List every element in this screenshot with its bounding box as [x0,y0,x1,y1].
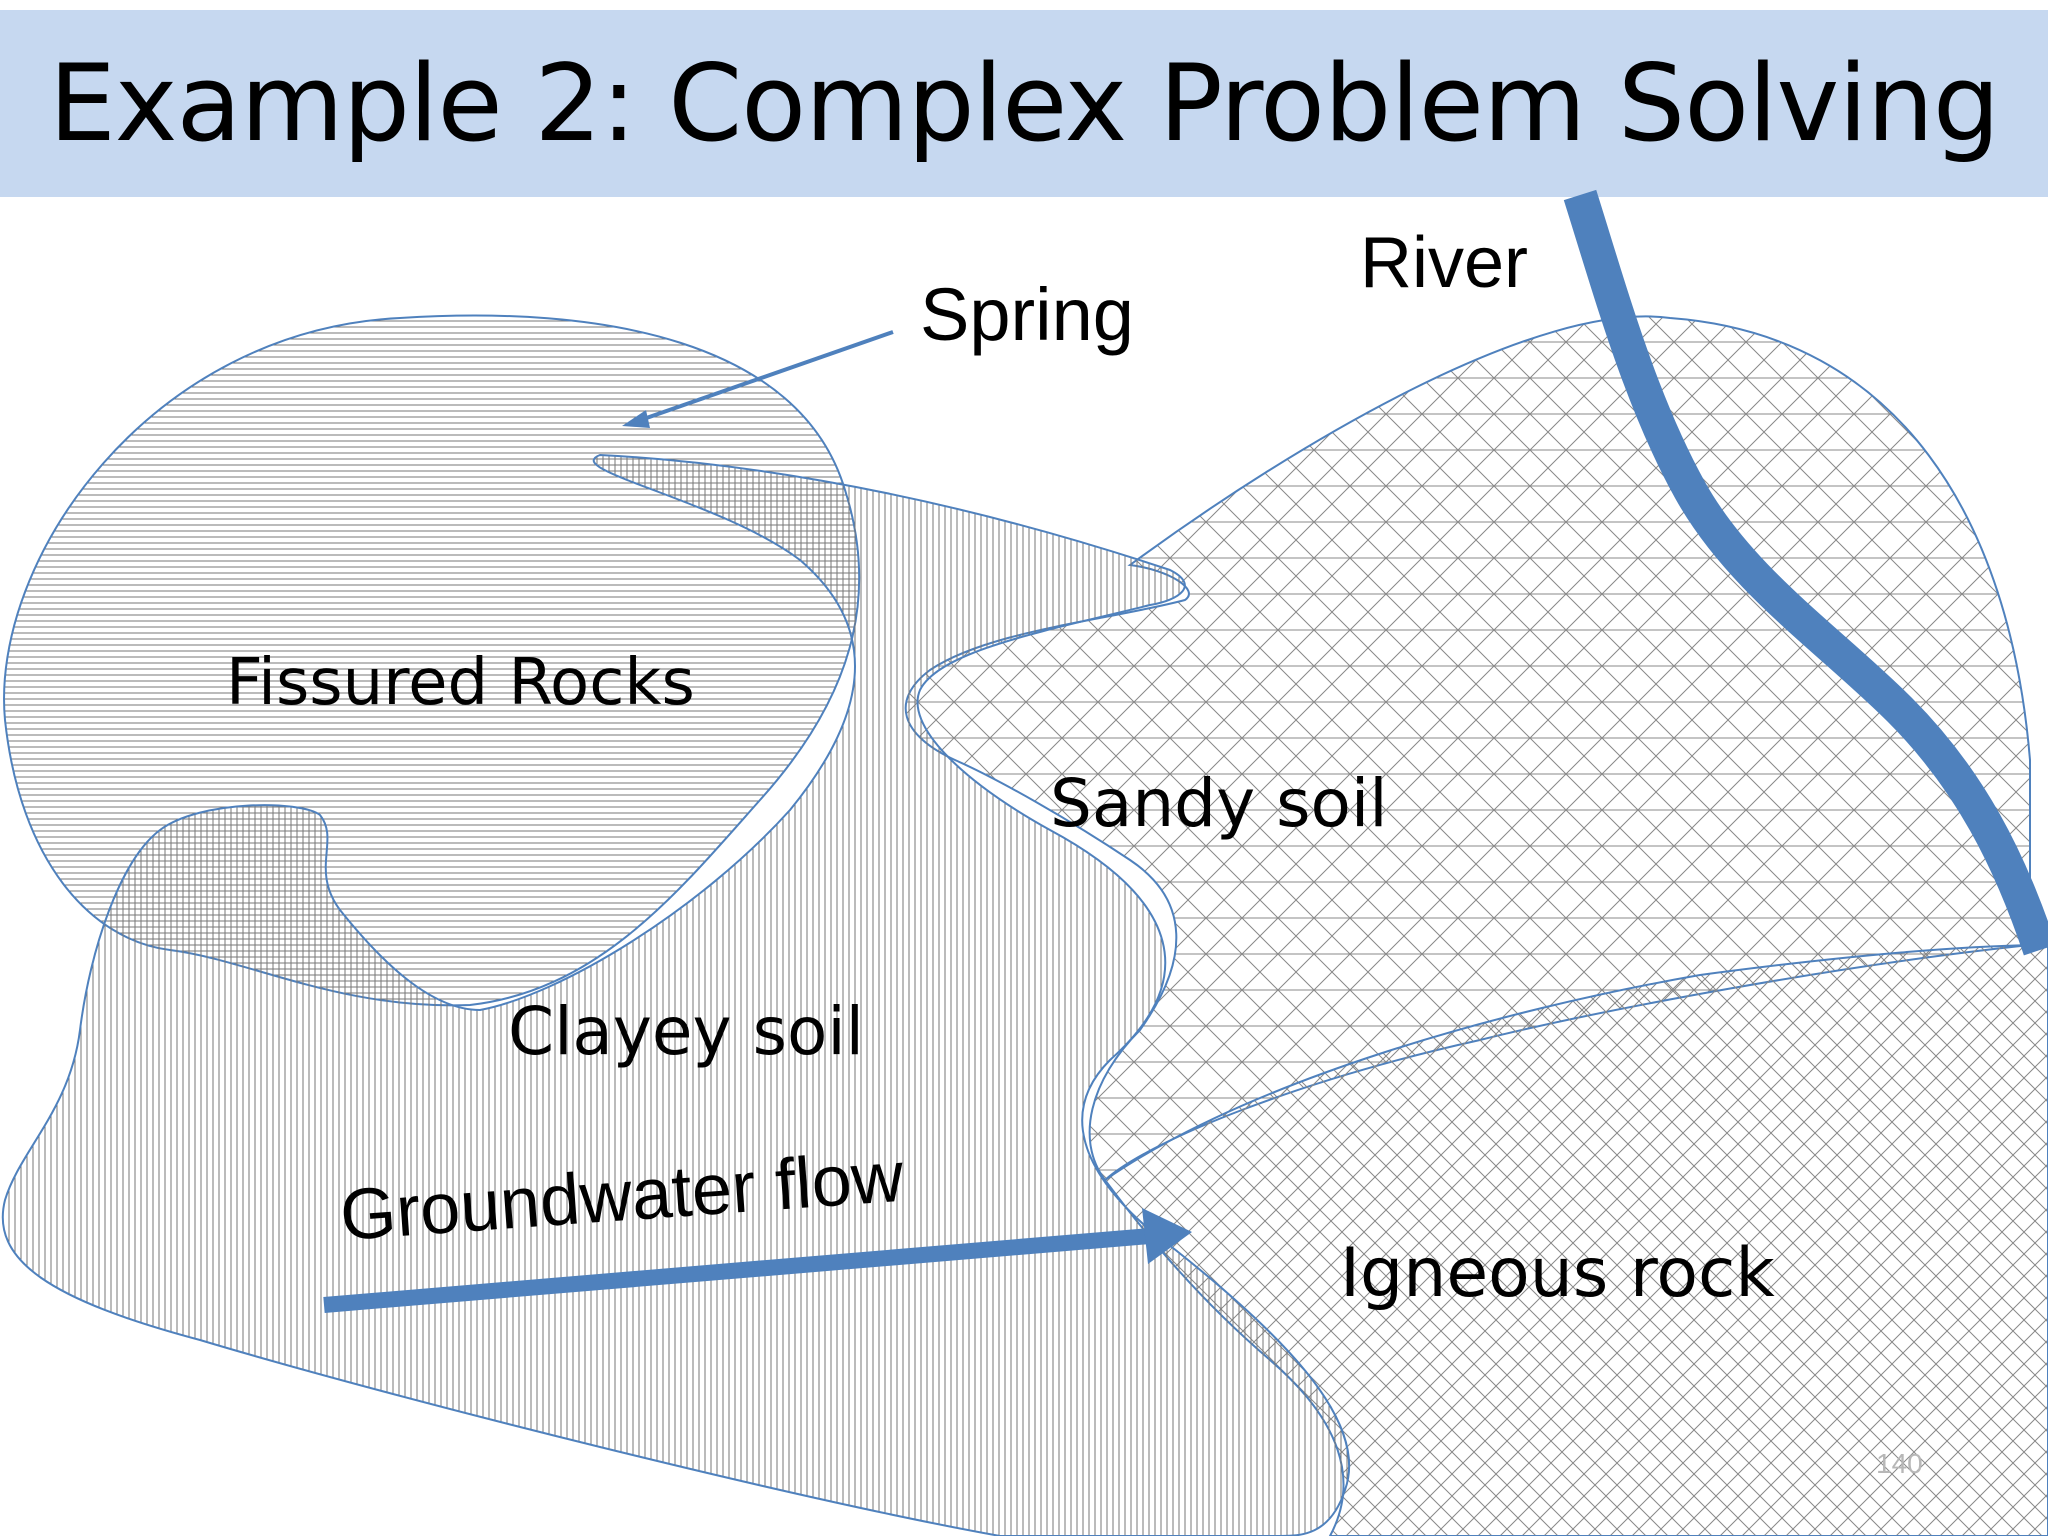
slide-number: 140 [1876,1448,1923,1479]
igneous-rock-label: Igneous rock [1340,1234,1775,1313]
spring-label: Spring [920,273,1134,356]
groundwater-flow-arrow [323,1208,1192,1313]
river [1563,189,2048,956]
spring-arrow [622,330,894,428]
slide-title: Example 2: Complex Problem Solving [48,42,2000,165]
sandy-soil-label: Sandy soil [1050,765,1388,842]
river-label: River [1360,223,1528,303]
title-band: Example 2: Complex Problem Solving [0,10,2048,197]
clayey-soil-label: Clayey soil [508,993,864,1070]
clayey-soil-region [1,453,1351,1536]
fissured-rocks-label: Fissured Rocks [226,646,695,720]
